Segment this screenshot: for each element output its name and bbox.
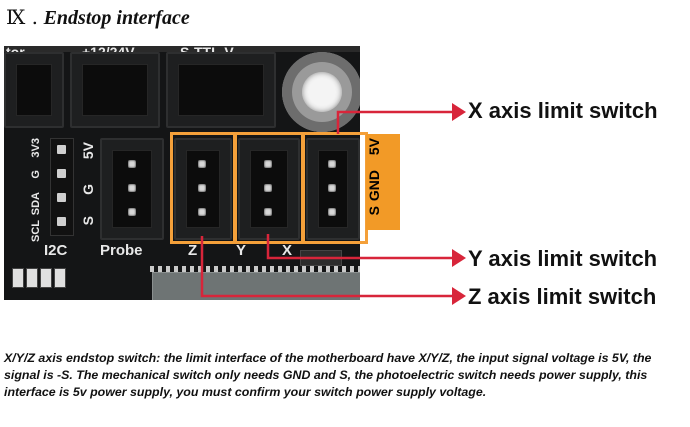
label-sda: SDA <box>30 192 42 216</box>
pin-gnd-label: GND <box>366 170 382 202</box>
ttl-connector <box>166 52 276 128</box>
label-y: Y <box>236 242 247 259</box>
board-edge <box>4 46 360 52</box>
x-arrow-icon <box>452 103 466 121</box>
pin-s-label: S <box>366 206 382 216</box>
label-g: G <box>30 170 42 179</box>
smd-component <box>300 250 342 266</box>
label-3v3: 3V3 <box>30 138 42 158</box>
mounting-hole <box>282 52 360 132</box>
z-callout-label: Z axis limit switch <box>468 284 657 309</box>
label-z: Z <box>188 242 198 259</box>
i2c-header <box>50 138 74 236</box>
y-connector-highlight <box>234 132 304 244</box>
smd-component <box>12 268 24 288</box>
probe-connector <box>100 138 164 240</box>
label-x: X <box>282 242 293 259</box>
smd-component <box>40 268 52 288</box>
y-endstop-connector <box>238 138 300 240</box>
motor-connector <box>4 52 64 128</box>
label-5v: 5V <box>80 142 96 160</box>
label-i2c: I2C <box>44 242 68 259</box>
x-endstop-connector <box>306 138 360 240</box>
smd-component <box>26 268 38 288</box>
smd-component <box>54 268 66 288</box>
y-arrow-icon <box>452 249 466 267</box>
z-arrow-icon <box>452 287 466 305</box>
pin-5v-label: 5V <box>366 138 382 156</box>
x-callout-label: X axis limit switch <box>468 98 658 123</box>
pin-legend-badge: 5V GND S <box>366 134 400 230</box>
section-number: Ⅸ . <box>6 5 39 29</box>
x-connector-highlight <box>302 132 368 244</box>
label-scl: SCL <box>30 220 42 242</box>
z-endstop-connector <box>174 138 232 240</box>
label-s: S <box>80 216 96 226</box>
section-title: Ⅸ . Endstop interface <box>6 4 190 30</box>
y-callout-label: Y axis limit switch <box>468 246 658 271</box>
microcontroller-chip <box>152 272 360 300</box>
z-connector-highlight <box>170 132 236 244</box>
label-g2: G <box>80 184 96 195</box>
label-probe: Probe <box>100 242 143 259</box>
section-heading: Endstop interface <box>43 7 190 29</box>
power-connector <box>70 52 160 128</box>
description-text: X/Y/Z axis endstop switch: the limit int… <box>4 351 652 399</box>
motherboard-photo: tor +12/24V- S-TTL-V 3V3 G SDA SCL 5V G … <box>4 46 360 300</box>
